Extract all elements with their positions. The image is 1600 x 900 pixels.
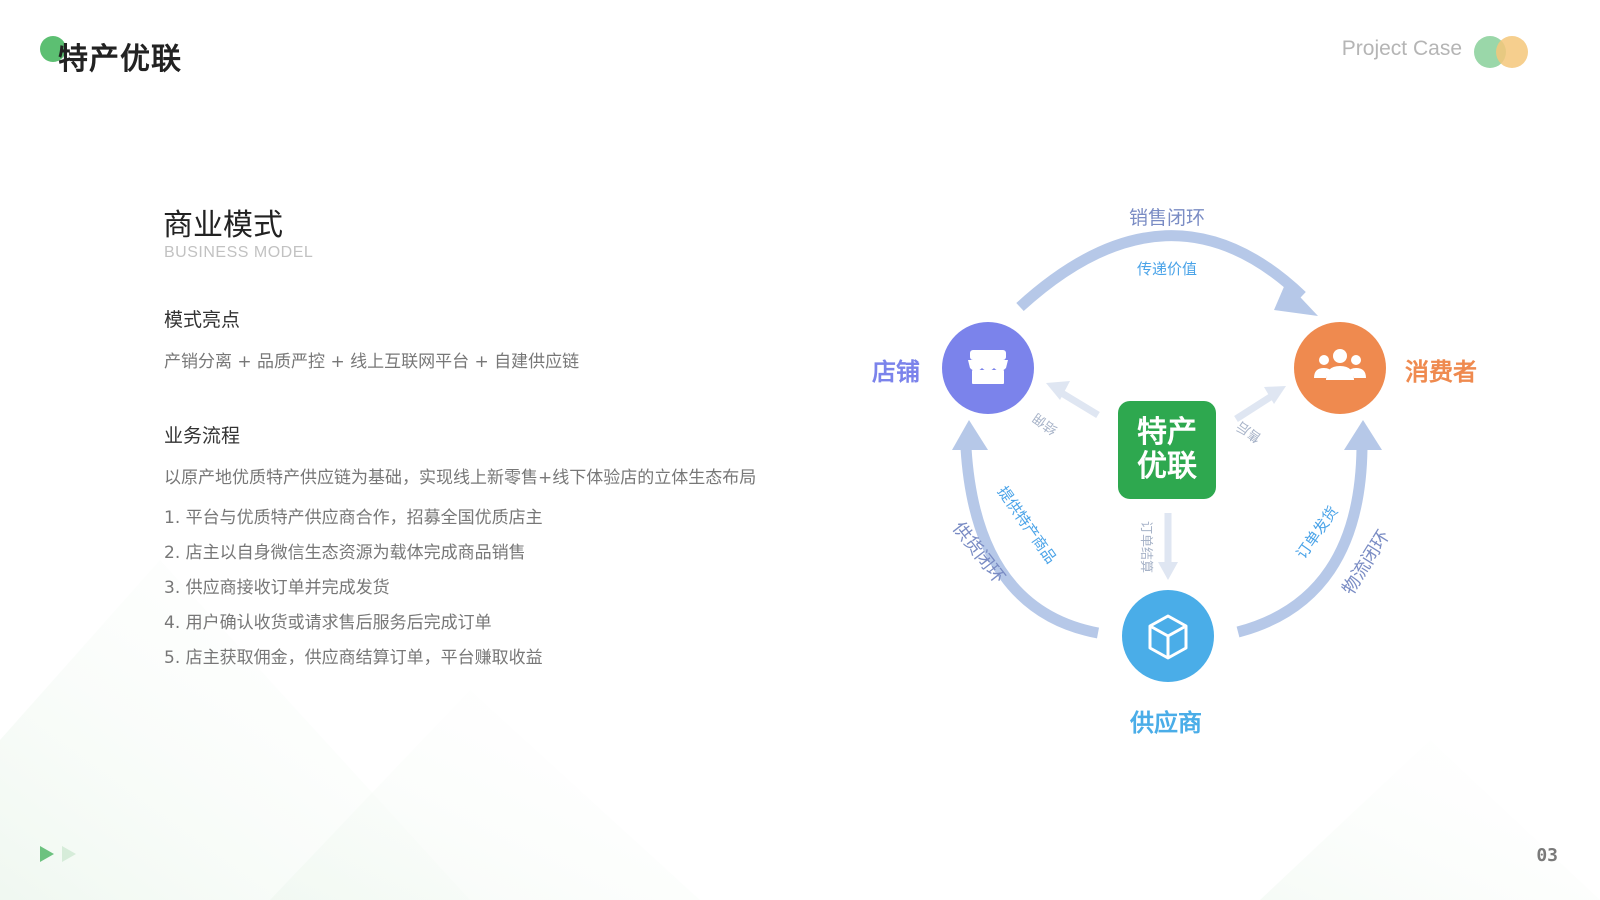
store-label: 店铺 — [872, 358, 920, 386]
link-label-commission: 结佣 — [1030, 410, 1060, 437]
arc-label-sales: 销售闭环 — [1129, 207, 1205, 229]
arc-logistics-loop — [1236, 447, 1368, 638]
link-label-settlement: 订单结算 — [1138, 521, 1153, 573]
arc-label-provide: 提供特产商品 — [994, 483, 1060, 567]
highlights-text: 产销分离 + 品质严控 + 线上互联网平台 + 自建供应链 — [164, 352, 580, 372]
arrow-head-consumer — [1274, 282, 1318, 316]
link-arrow-store — [1046, 381, 1100, 418]
arc-supply-loop — [960, 447, 1100, 639]
process-step: 1. 平台与优质特产供应商合作，招募全国优质店主 — [164, 508, 543, 528]
process-heading: 业务流程 — [164, 425, 241, 447]
process-step: 4. 用户确认收货或请求售后服务后完成订单 — [164, 613, 492, 633]
box-icon — [1148, 614, 1188, 660]
arc-label-value: 传递价值 — [1137, 260, 1197, 278]
supplier-label: 供应商 — [1130, 709, 1202, 737]
brand-title: 特产优联 — [58, 42, 182, 77]
process-step: 5. 店主获取佣金，供应商结算订单，平台赚取收益 — [164, 648, 543, 668]
brand-dot — [40, 36, 66, 62]
arrow-head-consumer-right — [1344, 420, 1382, 450]
center-line-2: 优联 — [1137, 449, 1197, 484]
process-step: 3. 供应商接收订单并完成发货 — [164, 578, 390, 598]
process-intro: 以原产地优质特产供应链为基础，实现线上新零售+线下体验店的立体生态布局 — [164, 468, 757, 488]
nav-arrows — [40, 846, 76, 862]
link-arrow-consumer — [1234, 386, 1286, 422]
link-label-aftersale: 售后 — [1234, 418, 1264, 446]
arrow-head-store — [952, 420, 988, 450]
consumer-label: 消费者 — [1405, 358, 1477, 386]
arc-sales-loop — [1016, 230, 1306, 312]
project-case-label: Project Case — [1341, 37, 1462, 60]
process-step: 2. 店主以自身微信生态资源为载体完成商品销售 — [164, 543, 526, 563]
store-icon — [968, 350, 1008, 384]
play-icon — [62, 846, 76, 862]
play-icon — [40, 846, 54, 862]
center-line-1: 特产 — [1137, 415, 1197, 450]
decor-dots — [1474, 36, 1528, 68]
center-platform: 特产 优联 — [1118, 401, 1216, 499]
decor-dot-orange — [1496, 36, 1528, 68]
brand: 特产优联 — [40, 34, 240, 78]
page-number: 03 — [1536, 845, 1558, 866]
section-subtitle: BUSINESS MODEL — [164, 244, 314, 261]
section-title: 商业模式 — [163, 208, 283, 243]
highlights-heading: 模式亮点 — [164, 309, 241, 331]
users-icon — [1314, 349, 1366, 380]
link-arrow-supplier — [1158, 513, 1178, 580]
